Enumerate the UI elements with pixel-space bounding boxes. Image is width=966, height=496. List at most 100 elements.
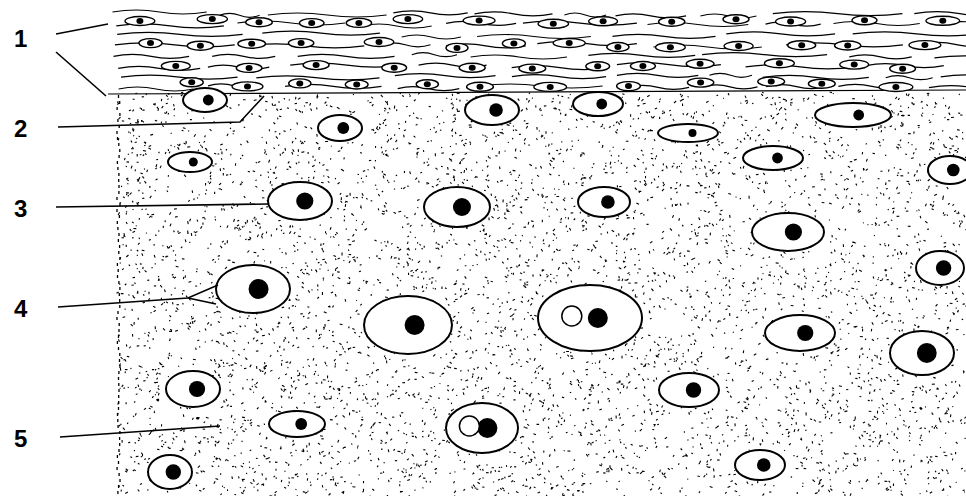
fibroblast [232, 82, 263, 91]
layer-boundary [108, 90, 966, 94]
fibroblast-nucleus [733, 16, 740, 22]
fibroblast-nucleus [353, 82, 360, 88]
chondrocyte-nucleus [189, 381, 205, 397]
lacuna-capsule [735, 450, 785, 480]
fibroblast [656, 43, 686, 52]
fibre-lines [113, 10, 966, 91]
fibroblast-nucleus [246, 65, 253, 71]
fibroblast-nucleus [376, 39, 383, 45]
fibroblast-nucleus [510, 40, 517, 46]
fibroblast [236, 63, 262, 72]
fibroblast [686, 59, 714, 68]
fibroblast-nucleus [308, 20, 315, 26]
fibroblast-nucleus [787, 19, 794, 25]
fibroblast-nucleus [248, 41, 255, 47]
fibroblast-nucleus [776, 60, 783, 66]
fibroblast-nucleus [209, 16, 216, 22]
matrix-stipple [117, 92, 966, 496]
fibroblast-nucleus [244, 83, 251, 89]
fibroblast-nucleus [921, 42, 928, 48]
lacuna-capsule [928, 156, 966, 184]
lacuna-capsule [658, 124, 718, 142]
leader-line [188, 298, 216, 304]
leader-line [56, 52, 106, 96]
fibroblast [586, 62, 610, 71]
chondrocyte-nucleus [757, 458, 771, 472]
fibroblast [446, 43, 468, 52]
lacuna-capsule [659, 373, 719, 407]
fibroblast [607, 43, 629, 52]
fibroblast [808, 79, 835, 88]
callout-number: 2 [12, 116, 29, 142]
fibroblast [879, 83, 913, 92]
lacuna-capsule [765, 315, 835, 351]
fibroblast [467, 82, 494, 91]
callout-number: 1 [12, 26, 29, 52]
fibroblast [238, 39, 266, 48]
chondrocyte-nucleus [947, 164, 960, 177]
fibroblast-nucleus [735, 43, 742, 49]
fibroblast [723, 15, 749, 24]
fibroblast [139, 39, 162, 48]
fibroblast-nucleus [454, 45, 461, 51]
fibroblast-nucleus [550, 21, 557, 27]
perichondrium-fibres [108, 10, 966, 94]
lacuna-capsule [269, 411, 325, 437]
chondrocyte-nucleus [686, 382, 701, 397]
chondrocyte-nucleus [337, 122, 349, 134]
fibroblast-nucleus [566, 40, 573, 46]
chondrocyte-nucleus [772, 153, 783, 164]
fibroblast-nucleus [861, 17, 868, 23]
fibroblast [463, 16, 495, 25]
chondrocyte-nucleus [797, 325, 813, 341]
fibroblast [519, 64, 546, 73]
lacuna-capsule [573, 92, 623, 116]
lacuna-capsule [890, 331, 954, 375]
chondrocyte-nucleus [601, 195, 615, 209]
chondrocyte-nucleus [296, 192, 313, 209]
fibroblast [840, 60, 869, 69]
lacuna-capsule [752, 213, 824, 251]
leader-lines [56, 24, 268, 437]
fibroblast [125, 17, 155, 26]
chondrocyte-nucleus [405, 315, 425, 335]
chondrocyte-nucleus [853, 110, 864, 121]
chondrocyte-nucleus [477, 418, 497, 438]
fibroblast [289, 79, 311, 88]
fibroblast-nucleus [298, 40, 305, 46]
lacuna-capsule [815, 103, 891, 127]
fibroblast-nucleus [313, 62, 320, 68]
fibroblast-nucleus [355, 20, 362, 26]
fibroblast [393, 15, 422, 24]
fibroblast [835, 41, 861, 50]
fibroblast-nucleus [147, 40, 154, 46]
fibroblast [180, 78, 203, 87]
chondrocyte-nucleus [785, 223, 802, 240]
chondrocyte-nucleus [166, 464, 181, 479]
lacuna-capsule [183, 88, 227, 112]
fibroblast-nucleus [697, 61, 704, 67]
fibroblast-nucleus [697, 80, 704, 86]
fibroblast-nucleus [477, 84, 484, 90]
fibroblast-nucleus [476, 18, 483, 24]
lacuna-capsule [166, 371, 220, 407]
fibroblast-nucleus [529, 66, 536, 72]
fibroblast [765, 59, 795, 68]
callout-number: 4 [12, 296, 29, 322]
fibroblast-nucleus [899, 66, 906, 72]
lacuna-capsule [424, 187, 490, 227]
fibroblast-nucleus [391, 65, 398, 71]
fibroblast-nucleus [404, 16, 411, 22]
chondrocyte-nucleus [588, 308, 608, 328]
fibroblast-nucleus [547, 84, 554, 90]
leader-line [58, 96, 264, 127]
lacuna-capsule [216, 265, 290, 313]
lacuna-capsule [578, 187, 630, 217]
fibroblast-nucleus [600, 18, 607, 24]
fibroblast [538, 19, 568, 28]
fibroblast [659, 17, 685, 26]
fibroblast [346, 18, 371, 27]
fibroblast-nucleus [197, 43, 204, 49]
fibroblast-nucleus [639, 63, 646, 69]
